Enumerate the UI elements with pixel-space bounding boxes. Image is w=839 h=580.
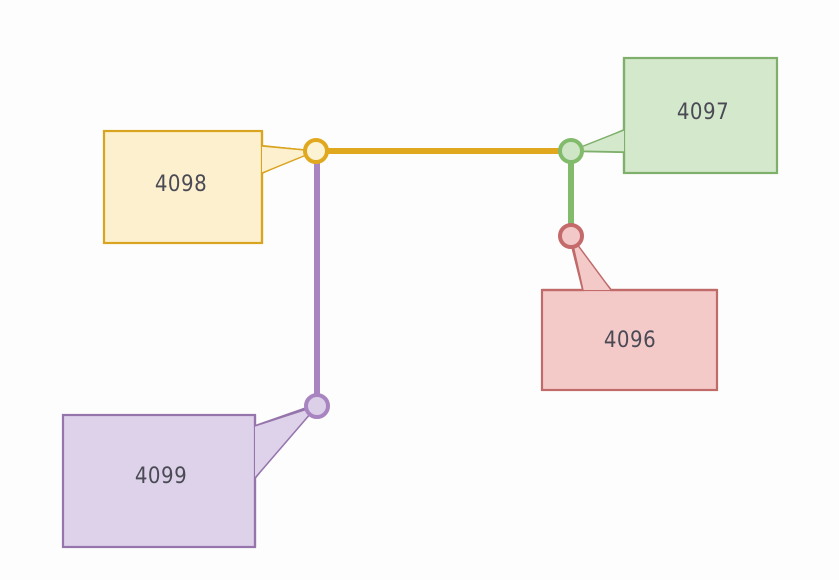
- callout-box[interactable]: [102, 129, 264, 245]
- callout-4098[interactable]: 4098: [102, 129, 317, 245]
- callout-label: 4097: [677, 100, 729, 125]
- nodes-layer: [303, 138, 584, 419]
- callout-label: 4098: [155, 172, 207, 197]
- graph-node-4098[interactable]: [303, 138, 329, 164]
- callout-box[interactable]: [61, 413, 257, 549]
- callout-4097[interactable]: 4097: [570, 56, 779, 175]
- callout-4096[interactable]: 4096: [540, 235, 719, 392]
- callout-tail-fill: [262, 146, 316, 173]
- callout-label: 4096: [604, 328, 656, 353]
- callout-4099[interactable]: 4099: [61, 403, 320, 549]
- callout-box[interactable]: [540, 288, 719, 392]
- graph-node-4097[interactable]: [558, 138, 584, 164]
- callout-label: 4099: [135, 464, 187, 489]
- edges-layer: [314, 148, 574, 406]
- graph-node-4099[interactable]: [304, 393, 330, 419]
- graph-node-4096[interactable]: [558, 223, 584, 249]
- callouts-layer: 4098 4097 4096 4099: [61, 56, 779, 549]
